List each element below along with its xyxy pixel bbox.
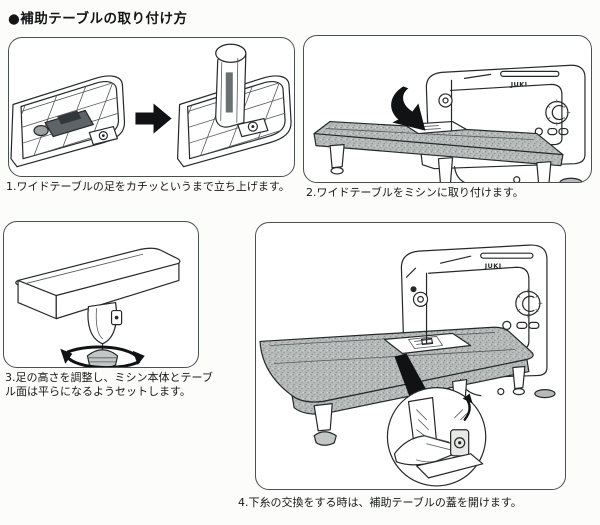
step1-panel (8, 37, 295, 177)
machine-base-under-table (453, 166, 583, 182)
table-corner (15, 247, 181, 320)
open-arrow-icon (462, 393, 473, 421)
step3-illustration (15, 247, 181, 367)
step1-caption: 1.ワイドテーブルの足をカチッというまで立ち上げます。 (6, 180, 290, 193)
juki-logo-text: JUKI (510, 80, 528, 88)
machine-foot (559, 177, 583, 182)
step4-panel: JUKI (255, 222, 566, 490)
machine-foot (534, 389, 556, 399)
tension-knob-icon (412, 291, 429, 307)
wide-table (259, 326, 534, 415)
step2-illustration: JUKI (313, 64, 586, 182)
step4-illustration: JUKI (259, 244, 556, 487)
table-underside-raised-leg (176, 43, 292, 168)
step3-panel (3, 221, 199, 368)
dial-icon (515, 288, 543, 318)
attach-arrow-icon (391, 86, 426, 131)
step3-caption: 3.足の高さを調整し、ミシン本体とテーブル面は平らになるようセットします。 (5, 371, 213, 398)
table-legs (329, 144, 552, 182)
tension-knob-icon (438, 93, 453, 108)
step1-illustration (10, 43, 292, 168)
slide-plate (415, 453, 484, 479)
table-underside-folded-leg (10, 75, 126, 168)
juki-logo-text: JUKI (484, 262, 502, 270)
folded-leg (33, 109, 94, 138)
dial-icon (545, 99, 571, 126)
magnifier-detail (386, 387, 487, 487)
step4-caption: 4.下糸の交換をする時は、補助テーブルの蓋を開けます。 (238, 496, 522, 509)
page-title: ●補助テーブルの取り付け方 (8, 11, 188, 27)
rotation-arrows-icon (60, 345, 145, 367)
adjustable-foot (86, 343, 119, 367)
step2-panel: JUKI (303, 35, 592, 183)
needle-plate-cutout (383, 330, 472, 355)
arrow-right-icon (135, 103, 172, 134)
wide-table (313, 120, 564, 167)
leg-latch-bracket (88, 125, 118, 146)
step2-caption: 2.ワイドテーブルをミシンに取り付けます。 (306, 186, 524, 199)
table-leg (87, 301, 123, 345)
raised-leg (215, 43, 269, 138)
